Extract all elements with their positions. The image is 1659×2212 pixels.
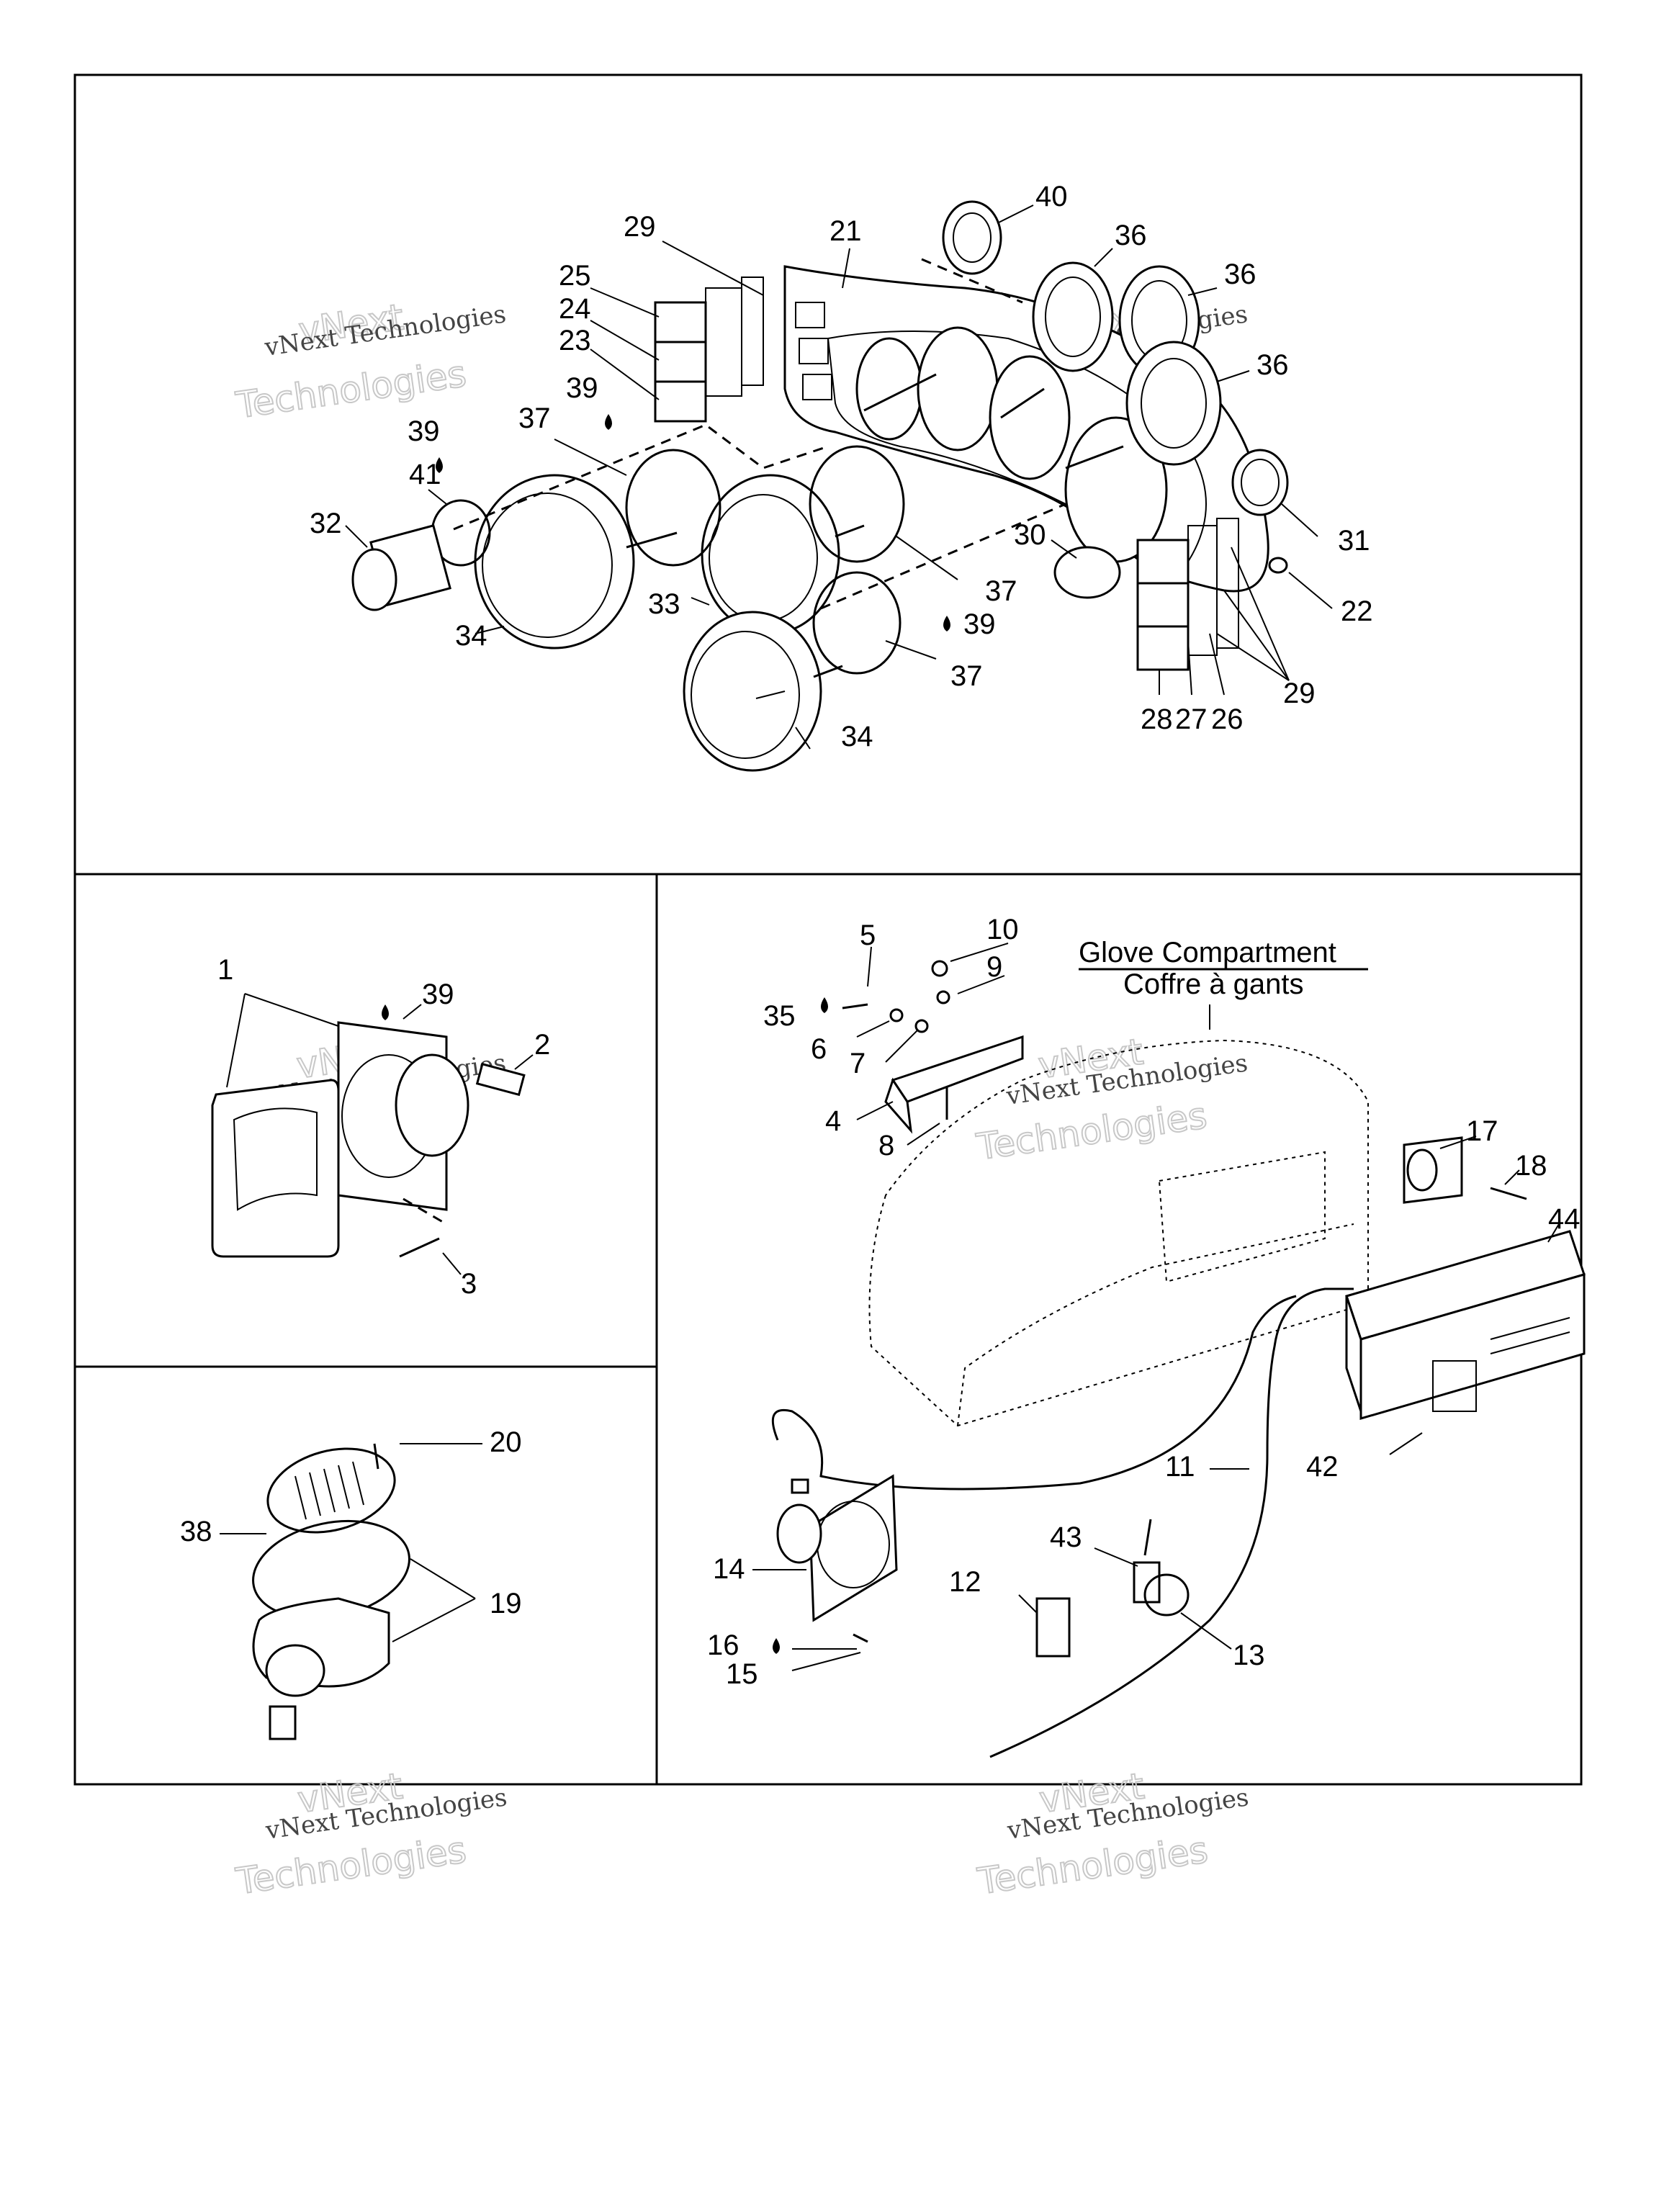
gasket-37a bbox=[625, 449, 721, 567]
callout-28: 28 bbox=[1141, 703, 1173, 735]
callout-12: 12 bbox=[949, 1566, 981, 1598]
callout-5: 5 bbox=[860, 920, 876, 951]
callout-15: 15 bbox=[726, 1658, 758, 1690]
panel-frames bbox=[73, 73, 1583, 1786]
callout-37: 37 bbox=[950, 660, 983, 692]
cylinder-part bbox=[351, 524, 451, 611]
callout-34: 34 bbox=[455, 620, 487, 652]
vent-assembly-panel: 1 39 2 3 bbox=[211, 954, 550, 1300]
callout-1: 1 bbox=[217, 954, 233, 986]
callout-16: 16 bbox=[707, 1629, 739, 1661]
callout-2: 2 bbox=[534, 1029, 550, 1061]
radio-unit bbox=[1345, 1230, 1586, 1420]
oil-drop-icon bbox=[821, 997, 828, 1013]
callout-29: 29 bbox=[1283, 678, 1316, 709]
callout-39: 39 bbox=[408, 415, 440, 447]
callout-3: 3 bbox=[461, 1268, 477, 1300]
gasket-37b bbox=[809, 445, 905, 563]
callout-42: 42 bbox=[1306, 1451, 1339, 1483]
oil-drop-icon bbox=[605, 414, 612, 430]
washer bbox=[1268, 557, 1288, 574]
callout-40: 40 bbox=[1035, 181, 1068, 212]
oil-drop-icon bbox=[382, 1004, 389, 1020]
callout-8: 8 bbox=[878, 1130, 894, 1161]
cover-cap bbox=[1053, 546, 1121, 599]
callout-32: 32 bbox=[310, 508, 342, 539]
callout-19: 19 bbox=[490, 1588, 522, 1619]
callout-13: 13 bbox=[1233, 1640, 1265, 1671]
caption-glove-fr: Coffre à gants bbox=[1123, 968, 1304, 1000]
callout-9: 9 bbox=[986, 951, 1002, 983]
gauge-34-bottom bbox=[683, 611, 843, 772]
gauge-33 bbox=[701, 474, 865, 635]
watermark-top-left: vNext Technologies vNext Technologies bbox=[233, 295, 508, 427]
callout-38: 38 bbox=[180, 1516, 212, 1547]
callout-26: 26 bbox=[1211, 703, 1244, 735]
callout-24: 24 bbox=[559, 293, 591, 325]
callout-10: 10 bbox=[986, 914, 1019, 945]
callout-6: 6 bbox=[811, 1033, 827, 1065]
callout-11: 11 bbox=[1165, 1451, 1195, 1483]
callout-33: 33 bbox=[648, 588, 680, 620]
callout-36: 36 bbox=[1256, 349, 1289, 381]
callout-41: 41 bbox=[409, 459, 441, 490]
glove-compartment-panel: Glove Compartment Coffre à gants bbox=[707, 914, 1586, 1758]
callout-14: 14 bbox=[713, 1553, 745, 1585]
caption-glove-en: Glove Compartment bbox=[1079, 937, 1336, 968]
watermark-mid-right: vNext Technologies vNext Technologies bbox=[973, 1030, 1249, 1169]
speaker bbox=[776, 1474, 898, 1622]
callout-18: 18 bbox=[1515, 1150, 1547, 1182]
callout-17: 17 bbox=[1466, 1115, 1498, 1147]
gauge-34-left bbox=[474, 474, 678, 649]
callout-43: 43 bbox=[1050, 1521, 1082, 1553]
callout-20: 20 bbox=[490, 1426, 522, 1458]
oil-drop-icon bbox=[943, 616, 950, 631]
callout-21: 21 bbox=[830, 215, 862, 247]
switch-stack-left bbox=[654, 276, 764, 423]
switch-stack-right bbox=[1136, 518, 1239, 671]
callout-39: 39 bbox=[963, 608, 996, 640]
callout-37: 37 bbox=[985, 575, 1017, 607]
callout-37: 37 bbox=[518, 403, 551, 434]
callout-39: 39 bbox=[566, 372, 598, 404]
callout-34: 34 bbox=[841, 721, 873, 752]
callout-39: 39 bbox=[422, 979, 454, 1010]
callout-23: 23 bbox=[559, 325, 591, 356]
drain-grille-panel: 20 38 19 bbox=[180, 1426, 522, 1740]
leader-lines-top bbox=[345, 204, 1333, 750]
gasket-37c bbox=[812, 571, 902, 675]
callout-27: 27 bbox=[1175, 703, 1208, 735]
bezel-rings bbox=[942, 200, 1289, 516]
callout-30: 30 bbox=[1014, 519, 1046, 551]
callout-36: 36 bbox=[1224, 258, 1256, 290]
callout-36: 36 bbox=[1115, 220, 1147, 251]
callout-7: 7 bbox=[850, 1048, 866, 1079]
oil-drop-icon bbox=[436, 457, 443, 473]
watermark-bottom-left: vNext Technologies vNext Technologies bbox=[233, 1764, 509, 1903]
callout-4: 4 bbox=[825, 1105, 841, 1137]
callout-31: 31 bbox=[1338, 525, 1370, 557]
oil-drop-icon bbox=[773, 1638, 780, 1654]
callout-35: 35 bbox=[763, 1000, 796, 1032]
callout-29: 29 bbox=[624, 211, 656, 243]
callout-22: 22 bbox=[1341, 595, 1373, 627]
dashboard-fascia bbox=[783, 265, 1269, 593]
watermark-bottom-right: vNext Technologies vNext Technologies bbox=[974, 1764, 1251, 1903]
instrument-cluster-panel: 21 29 25 24 23 40 36 36 36 31 22 29 28 2… bbox=[310, 181, 1373, 772]
callout-44: 44 bbox=[1548, 1203, 1581, 1235]
callout-25: 25 bbox=[559, 260, 591, 292]
